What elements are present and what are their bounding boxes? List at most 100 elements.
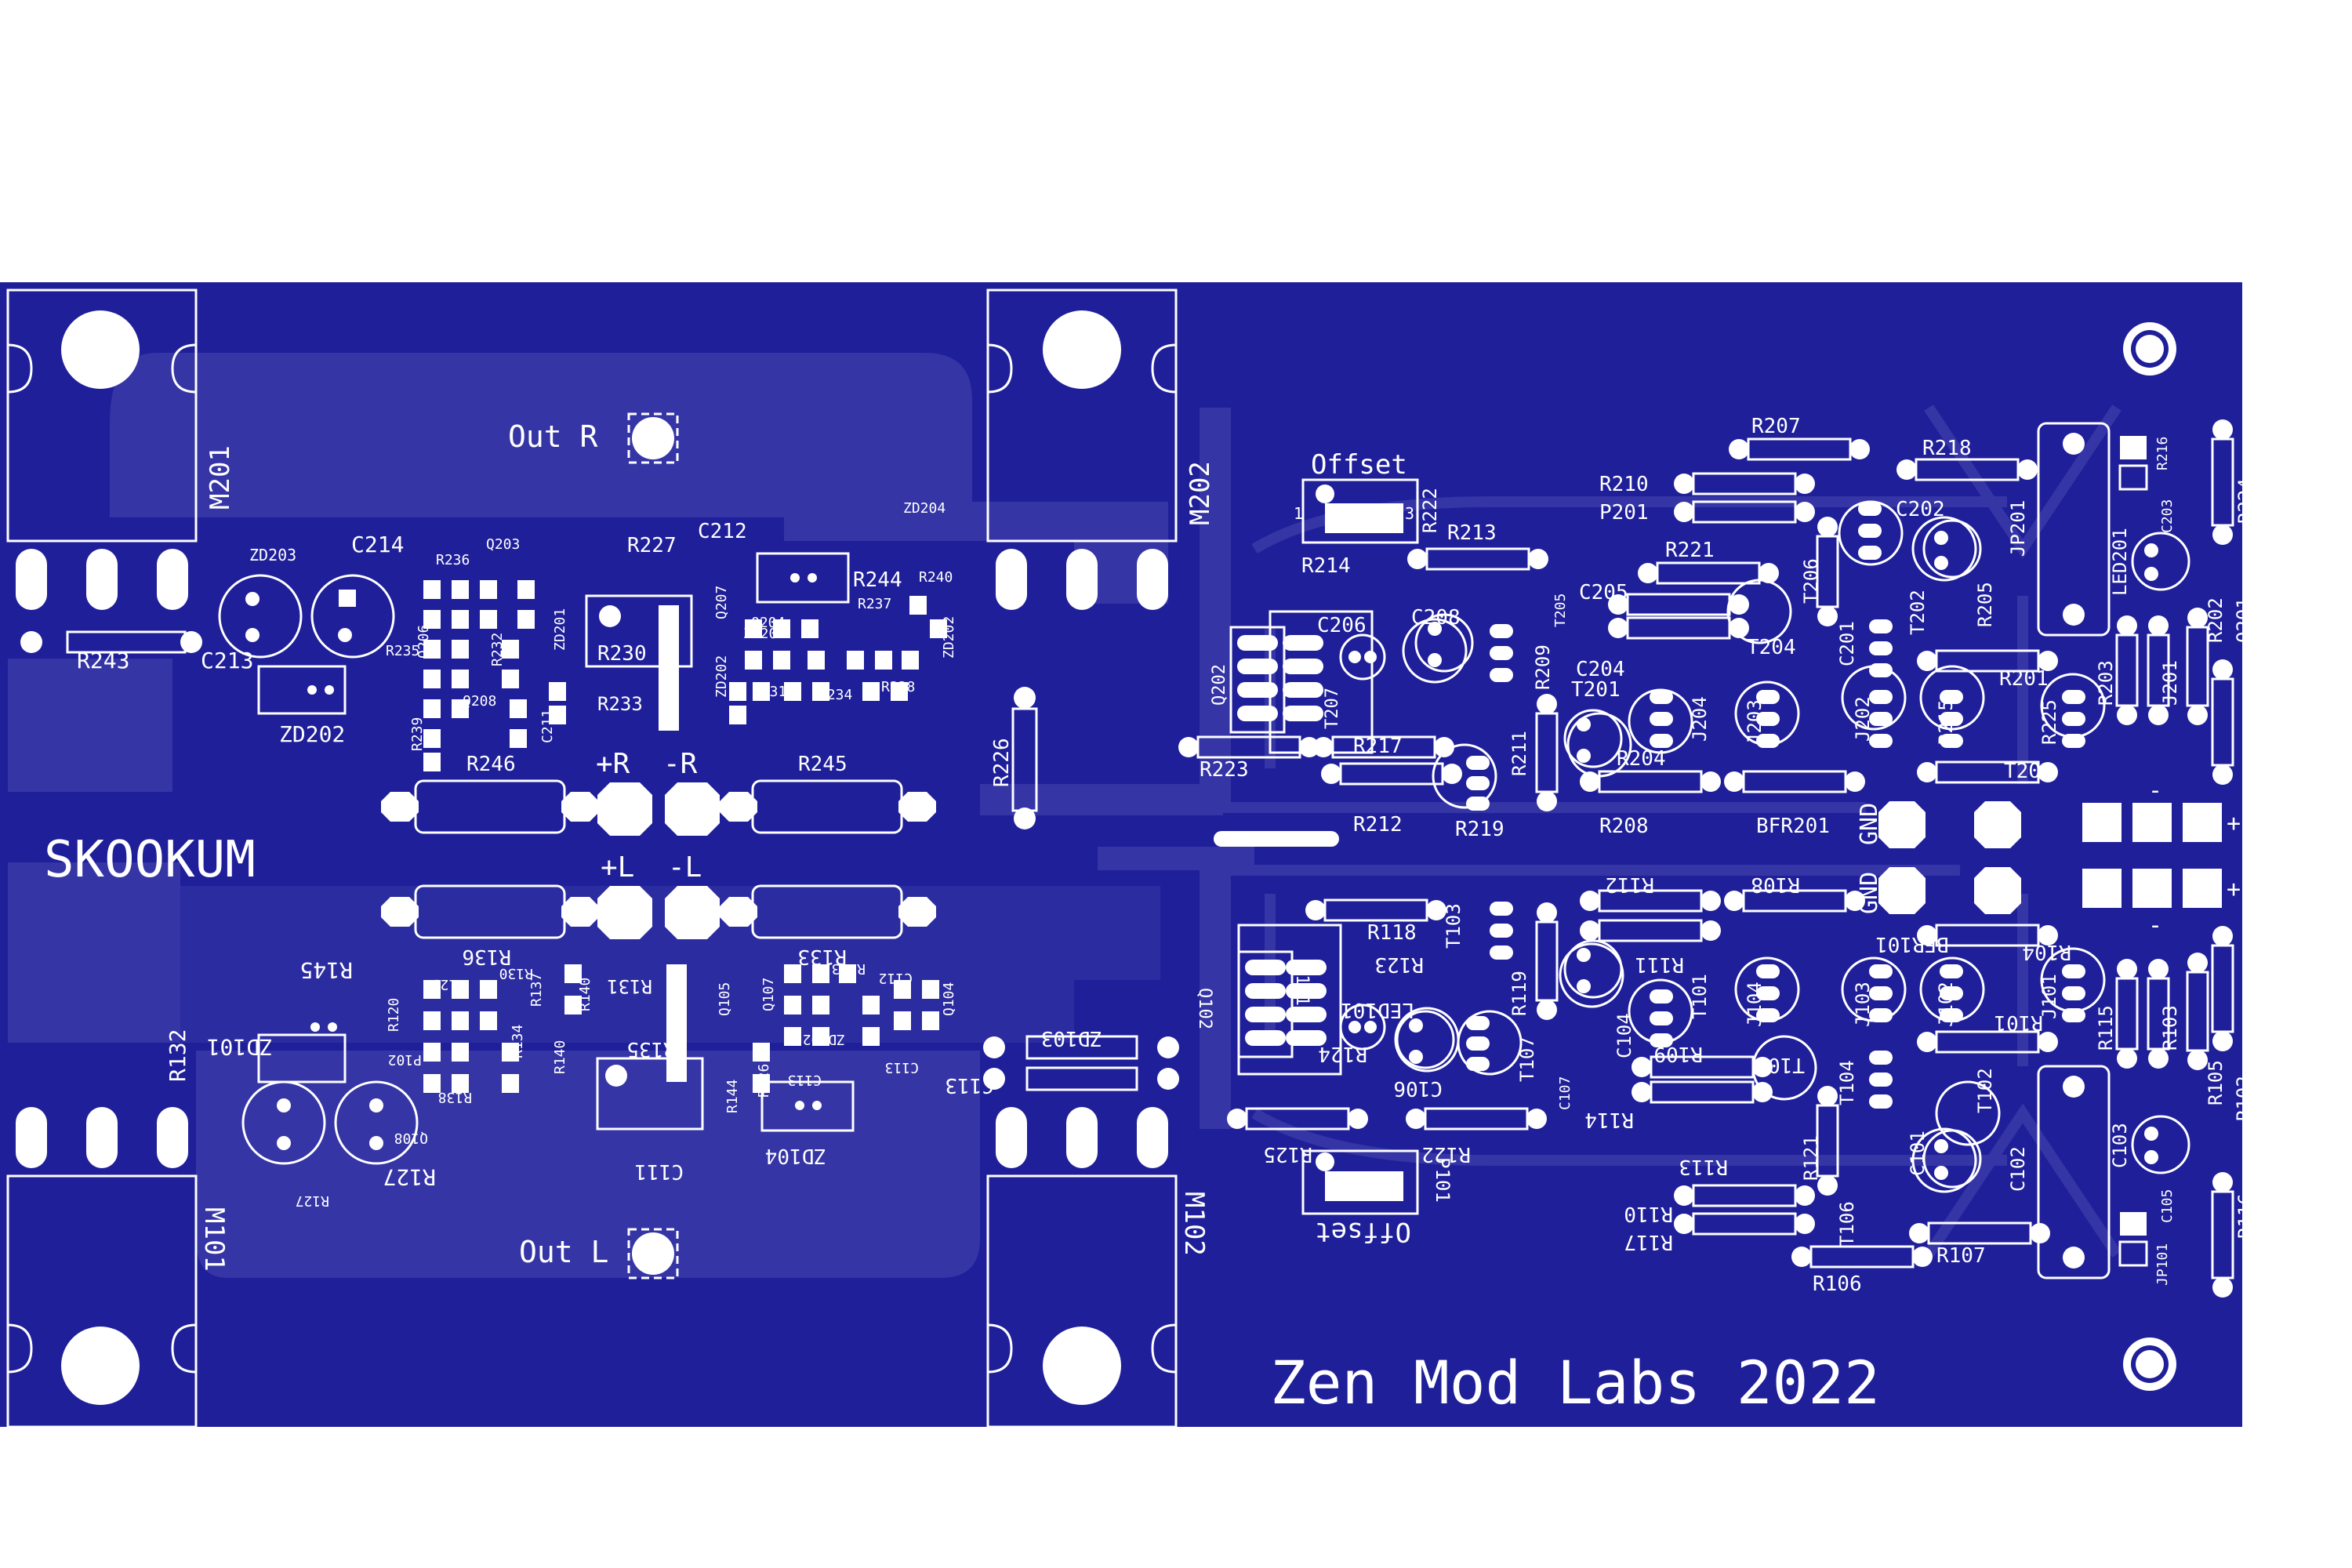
ref-BFR101: BFR101 [1875,932,1949,956]
mounting-holes [2123,322,2176,1391]
ref-R110: R110 [1624,1202,1673,1225]
ref-R232: R232 [489,633,506,666]
ref-R244: R244 [853,568,902,592]
ref-R131: Q107 [760,978,777,1011]
ref-Q102: Q102 [1195,988,1214,1029]
electrolytic-caps-upper [218,574,419,1165]
ref-T203: R219 [1455,818,1504,841]
ref-R138: C113 [788,1072,822,1088]
ref-J204: J203 [1744,699,1766,745]
ref-R231: R231 [753,684,786,700]
ref-C202: JP201 [2007,500,2029,557]
ref-J201: R225 [2038,699,2060,745]
ref-C204: T201 [1571,678,1621,702]
ref-C105: C105 [2159,1189,2176,1223]
ref-R233: R233 [597,693,643,715]
ref-Q204: ZD202 [743,626,786,642]
ref-P101: P101 [1432,1157,1454,1203]
ref-R217: R211 [1508,731,1530,776]
ref-R107: R107 [1936,1244,1986,1268]
ref-R226: R226 [990,738,1014,787]
ref-R122: R122 [1421,1142,1471,1166]
ref-C201: T202 [1907,590,1929,635]
ref-C206: C208 [1411,606,1461,630]
ref-Q207: R237 [858,596,891,612]
ref-Q101: Q101 [1292,964,1312,1006]
jumpers [2118,436,2148,1267]
power-resistor-pads [381,792,936,927]
output-right-label: Out R [508,419,598,454]
ref-T207: R209 [1532,644,1554,690]
ref-R219: R212 [1353,813,1403,837]
mosfet-label: M102 [1178,1192,1210,1256]
ref-R227: R227 [627,534,677,557]
ref-C214: C214 [351,532,404,557]
ref-R202: Q201 [2233,597,2255,643]
maker-credit: Zen Mod Labs 2022 [1270,1348,1880,1417]
rail-pads-left: +L -L [597,851,720,939]
ref-ZD202: ZD202 [713,655,730,698]
supply-sign-2: + [2227,810,2241,837]
ref-C107: C107 [1557,1076,1573,1110]
rail-pads-right: +R -R [596,748,720,836]
ref-Q105: Q108 [394,1130,428,1146]
mosfet-label: M202 [1185,461,1216,525]
mosfet-label: M201 [205,445,236,510]
ref-LED101: LED101 [1341,998,1414,1022]
mosfet-label: M101 [198,1207,230,1272]
ref-C211: ZD202 [279,721,345,747]
ref-R239: R239 [409,717,426,751]
ref-Q206: Q206 [416,625,432,659]
ref-T206: C202 [1896,498,1945,521]
trimmer-p202 [585,594,693,731]
ref-R109: R109 [1653,1042,1703,1065]
pot-pin-1: 1 [1294,504,1303,523]
smd-cluster-upper [423,580,947,771]
ref-R215: R201 [1999,667,2049,691]
ref-R105: R105 [2205,1060,2227,1105]
ref-R205: R202 [2205,597,2227,643]
ref-R135: R138 [438,1089,472,1105]
ref-R203: J201 [2159,660,2181,706]
ref-C208: T205 [1552,593,1569,627]
ref-R116: R116 [2234,1193,2256,1239]
ref-J101: J101 [2038,974,2060,1019]
ref-T104: T104 [1836,1060,1858,1105]
ref-R206: R207 [1751,415,1801,438]
refdes-lower-driver: R129 R137 Q107 R143 C112 R120 P102 R130 … [386,960,957,1146]
ref-C203: LED201 [2109,528,2131,596]
ref-Q109: R130 [499,965,533,982]
ref-T202: R205 [1974,582,1996,627]
ref-R139: R120 [386,998,402,1032]
ref-LED201: C206 [1317,614,1367,637]
supply-sign-3: - [2148,912,2162,939]
ref-R228: C211 [539,710,556,743]
rail-minus-l-label: -L [668,851,702,884]
ref-R117: R117 [1624,1230,1673,1254]
ref-R216: R224 [2234,478,2256,524]
offset-label-upper: Offset [1311,449,1407,481]
ref-Q108: C113 [885,1059,919,1076]
mosfet-m201: M201 [6,289,236,610]
ref-Q205: Q208 [463,693,496,710]
ref-C112: ZD101 [207,1034,273,1060]
ref-T201: J204 [1689,696,1711,742]
ref-Q208: ZD202 [941,616,957,659]
ref-T103: T103 [1443,903,1465,949]
product-name: SKOOKUM [44,831,256,889]
ref-R224: R214 [1301,554,1351,578]
ref-R223: R217 [1353,735,1403,758]
ref-R130: Q105 [717,982,733,1016]
supply-connector: GND GND - + - + [1856,777,2241,939]
ref-R113: R113 [1679,1155,1728,1178]
smd-cluster-lower [423,964,939,1093]
ref-R114: R114 [1584,1108,1634,1131]
transistor-blocks [1214,610,1374,1076]
ref-Q104: R126 [756,1064,772,1098]
small-electrolytics-right [1339,519,2190,1189]
ref-R106: R106 [1813,1272,1862,1296]
pot-pin-3: 3 [1405,504,1414,523]
ref-T204: C201 [1836,621,1858,666]
ref-J203: J202 [1852,696,1874,742]
ref-J102: J102 [1935,982,1957,1027]
